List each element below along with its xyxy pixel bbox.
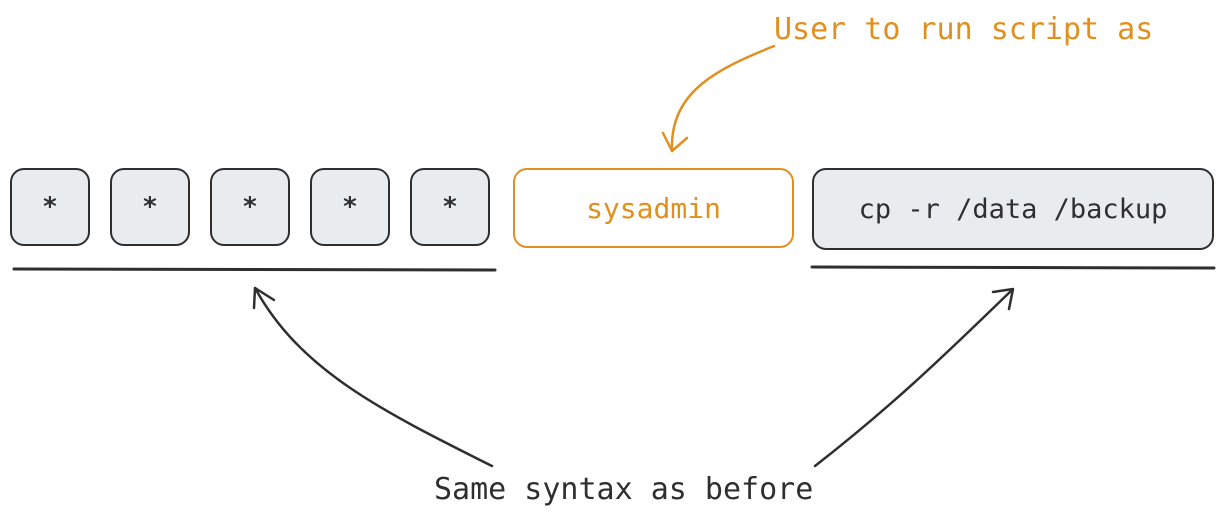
- asterisk-label: *: [142, 192, 158, 222]
- command-field-box: cp -r /data /backup: [812, 168, 1214, 250]
- user-field-label: sysadmin: [586, 191, 721, 225]
- syntax-annotation: Same syntax as before: [434, 472, 814, 507]
- left-arrow-line: [253, 286, 494, 468]
- schedule-underline: [12, 267, 497, 272]
- user-annotation: User to run script as: [774, 12, 1154, 47]
- asterisk-label: *: [42, 192, 58, 222]
- user-field-box: sysadmin: [513, 168, 794, 248]
- cron-field-minute: *: [10, 168, 90, 246]
- cron-field-day-of-week: *: [410, 168, 490, 246]
- cron-field-month: *: [310, 168, 390, 246]
- asterisk-label: *: [442, 192, 458, 222]
- user-arrow-head-icon: [661, 131, 689, 153]
- cron-field-hour: *: [110, 168, 190, 246]
- right-arrow-line: [813, 288, 1014, 468]
- command-field-label: cp -r /data /backup: [858, 193, 1168, 225]
- command-underline: [810, 265, 1216, 270]
- asterisk-label: *: [342, 192, 358, 222]
- cron-field-day-of-month: *: [210, 168, 290, 246]
- asterisk-label: *: [242, 192, 258, 222]
- left-arrow-head-icon: [252, 286, 276, 310]
- user-arrow-line: [670, 44, 776, 152]
- right-arrow-head-icon: [991, 287, 1015, 311]
